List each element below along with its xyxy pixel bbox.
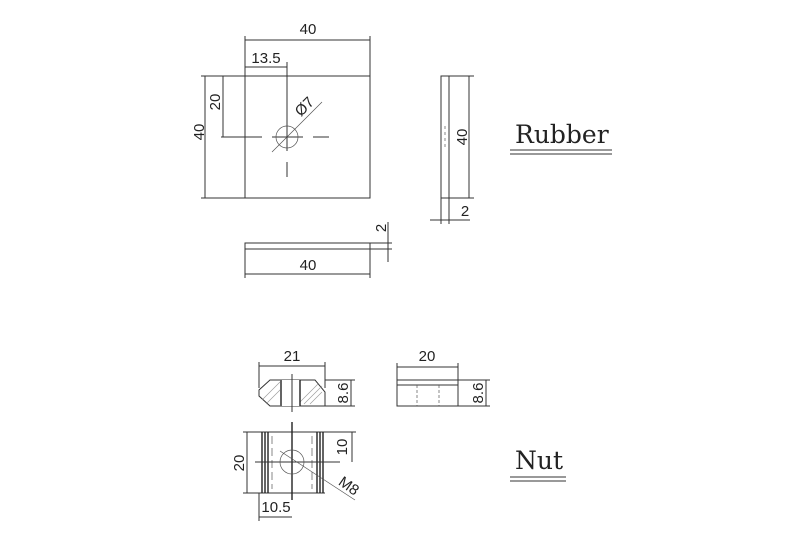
dim-bottom-width: 40 bbox=[300, 257, 317, 274]
thread-hole-circle bbox=[279, 449, 305, 475]
dim-nut-height: 8.6 bbox=[335, 383, 352, 404]
dim-thread: M8 bbox=[335, 473, 362, 499]
dim-rubber-height: 40 bbox=[191, 124, 208, 141]
nut-top-view: M8 20 10 10.5 bbox=[231, 422, 362, 521]
dim-side-height: 40 bbox=[454, 129, 471, 146]
dim-rubber-width: 40 bbox=[300, 21, 317, 38]
dim-nut-side-height: 8.6 bbox=[470, 383, 487, 404]
dim-bottom-thickness: 2 bbox=[373, 224, 390, 232]
dim-nut-half-width: 10.5 bbox=[261, 499, 290, 516]
rubber-bottom-view: 40 2 bbox=[244, 222, 392, 278]
hole-circle bbox=[275, 125, 299, 149]
rubber-front-view: 40 13.5 40 20 Ø7 bbox=[191, 21, 371, 199]
dim-hole-y: 20 bbox=[207, 94, 224, 111]
dim-nut-width: 21 bbox=[284, 348, 301, 365]
svg-text:Rubber: Rubber bbox=[515, 120, 609, 149]
dim-hole-x: 13.5 bbox=[251, 50, 280, 67]
nut-label: Nut bbox=[510, 446, 566, 482]
svg-text:Nut: Nut bbox=[515, 446, 563, 475]
rubber-side-view: 40 2 bbox=[430, 75, 474, 224]
nut-front-view: 21 8.6 bbox=[258, 348, 355, 412]
nut-side-view: 20 8.6 bbox=[396, 348, 490, 407]
rubber-label: Rubber bbox=[510, 120, 612, 155]
dim-nut-side-width: 20 bbox=[419, 348, 436, 365]
dim-side-thickness: 2 bbox=[461, 203, 469, 220]
dim-nut-top-height: 20 bbox=[231, 455, 248, 472]
dim-hole-diameter: Ø7 bbox=[292, 94, 318, 120]
dim-nut-half-height: 10 bbox=[334, 439, 351, 456]
